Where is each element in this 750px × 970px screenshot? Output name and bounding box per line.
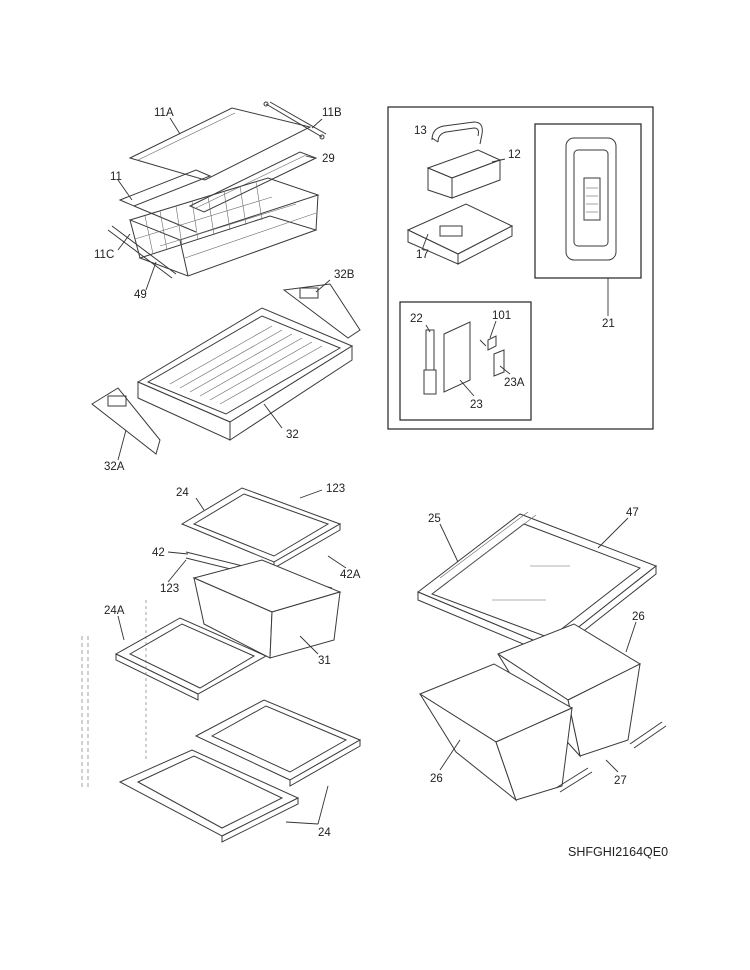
label-23: 23 xyxy=(470,399,483,411)
crisper-cover xyxy=(417,511,658,658)
label-31: 31 xyxy=(318,655,331,667)
label-26-right: 26 xyxy=(632,611,645,623)
crisper-drawer-left xyxy=(418,663,574,802)
detail-box-outer xyxy=(387,106,654,430)
dispenser-bin xyxy=(426,149,502,199)
label-17: 17 xyxy=(416,249,429,261)
drawer-slide-pieces xyxy=(555,721,667,793)
light-cover xyxy=(443,321,505,393)
leader-lines xyxy=(117,117,637,825)
shelf-mid xyxy=(194,699,362,787)
detail-box-light xyxy=(399,301,532,421)
label-32A: 32A xyxy=(104,461,125,473)
deli-drawer xyxy=(136,307,354,441)
control-panel xyxy=(565,137,617,261)
label-11B: 11B xyxy=(322,107,342,119)
diagram-code: SHFGHI2164QE0 xyxy=(568,845,668,859)
light-socket xyxy=(423,329,437,395)
drawer-slide-right xyxy=(282,283,361,339)
label-42A: 42A xyxy=(340,569,361,581)
dispenser-housing xyxy=(406,203,514,265)
label-12: 12 xyxy=(508,149,521,161)
label-11C: 11C xyxy=(94,249,114,261)
cabinet-wall-outline xyxy=(81,600,147,790)
shelf-top xyxy=(180,487,342,569)
dispenser-handle xyxy=(431,121,483,145)
wire-basket xyxy=(107,177,320,279)
label-27: 27 xyxy=(614,775,627,787)
label-25: 25 xyxy=(428,513,441,525)
drawer-slide-left xyxy=(91,387,161,455)
label-123: 123 xyxy=(160,583,179,595)
label-32: 32 xyxy=(286,429,299,441)
detail-box-control xyxy=(534,123,642,279)
label-26-left: 26 xyxy=(430,773,443,785)
part-labels: 11A 11B 29 11 11C 49 32B 32 32A 13 12 17… xyxy=(94,107,645,839)
shelf-24A xyxy=(114,617,268,701)
label-24-bottom: 24 xyxy=(318,827,331,839)
label-24A: 24A xyxy=(104,605,125,617)
label-13: 13 xyxy=(414,125,427,137)
label-123-top: 123 xyxy=(326,483,345,495)
label-42: 42 xyxy=(152,547,165,559)
glass-shelf-assembly xyxy=(118,101,327,233)
label-11: 11 xyxy=(110,171,122,183)
label-29: 29 xyxy=(322,153,335,165)
label-22: 22 xyxy=(410,313,423,325)
label-24-top: 24 xyxy=(176,487,189,499)
label-21: 21 xyxy=(602,318,615,330)
label-47: 47 xyxy=(626,507,639,519)
label-32B: 32B xyxy=(334,269,355,281)
pantry-drawer xyxy=(192,559,342,659)
shelf-bottom xyxy=(118,749,300,843)
label-23A: 23A xyxy=(504,377,525,389)
label-101: 101 xyxy=(492,310,511,322)
label-11A: 11A xyxy=(154,107,174,119)
label-49: 49 xyxy=(134,289,147,301)
